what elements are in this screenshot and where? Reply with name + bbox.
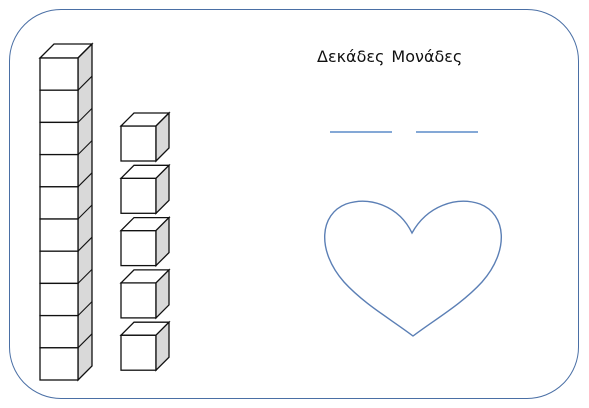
unit-cube <box>121 113 169 161</box>
tens-header: Δεκάδες <box>317 47 384 66</box>
rod-unit <box>40 283 78 315</box>
rod-unit <box>40 58 78 90</box>
unit-cube <box>121 270 169 318</box>
rod-unit <box>40 90 78 122</box>
unit-cube <box>121 322 169 370</box>
place-value-headers: Δεκάδες Μονάδες <box>317 47 462 66</box>
rod-unit <box>40 219 78 251</box>
rod-unit <box>40 316 78 348</box>
unit-cube <box>121 218 169 266</box>
rod-unit <box>40 155 78 187</box>
heart-shape <box>325 201 502 336</box>
unit-cube <box>121 165 169 213</box>
ones-header: Μονάδες <box>391 47 462 66</box>
ones-cubes-group <box>121 113 169 370</box>
rod-unit <box>40 187 78 219</box>
tens-rod <box>40 44 92 380</box>
tens-rod-group <box>40 44 92 380</box>
rod-unit <box>40 251 78 283</box>
rod-unit <box>40 122 78 154</box>
rod-unit <box>40 348 78 380</box>
